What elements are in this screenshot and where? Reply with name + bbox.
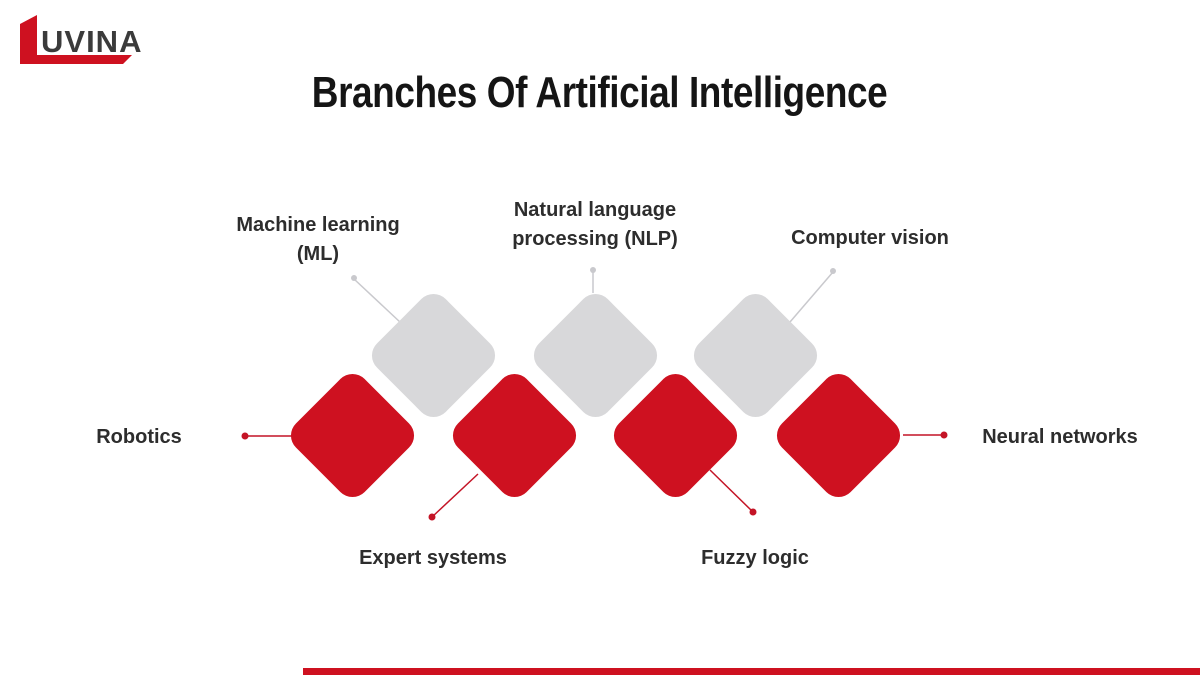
label-neural-networks: Neural networks [982,426,1138,448]
connector-computer-vision [789,271,834,323]
page-title: Branches Of Artificial Intelligence [0,68,1200,118]
label-fuzzy-logic: Fuzzy logic [701,547,809,569]
connector-machine-learning [353,278,402,324]
connector-dot-neural-networks [940,431,948,439]
logo-text: UVINA [41,24,142,59]
page-title-text: Branches Of Artificial Intelligence [312,68,888,117]
label-computer-vision: Computer vision [791,227,949,249]
connector-dot-nlp [590,267,596,273]
connector-dot-computer-vision [830,268,836,274]
bottom-accent-bar [303,668,1200,675]
connector-dot-robotics [241,432,249,440]
connector-fuzzy-logic [709,469,754,513]
connector-dot-expert-systems [428,513,436,521]
luvina-logo-graphic: UVINA [20,15,142,64]
connector-dot-machine-learning [351,275,357,281]
luvina-logo: UVINA [12,10,142,66]
label-robotics: Robotics [96,426,182,448]
logo-l-mark [20,15,132,64]
label-machine-learning: Machine learning (ML) [236,214,400,265]
connector-dot-fuzzy-logic [749,508,757,516]
label-nlp: Natural language processing (NLP) [512,199,678,250]
label-expert-systems: Expert systems [359,547,507,569]
connector-expert-systems [431,473,479,518]
